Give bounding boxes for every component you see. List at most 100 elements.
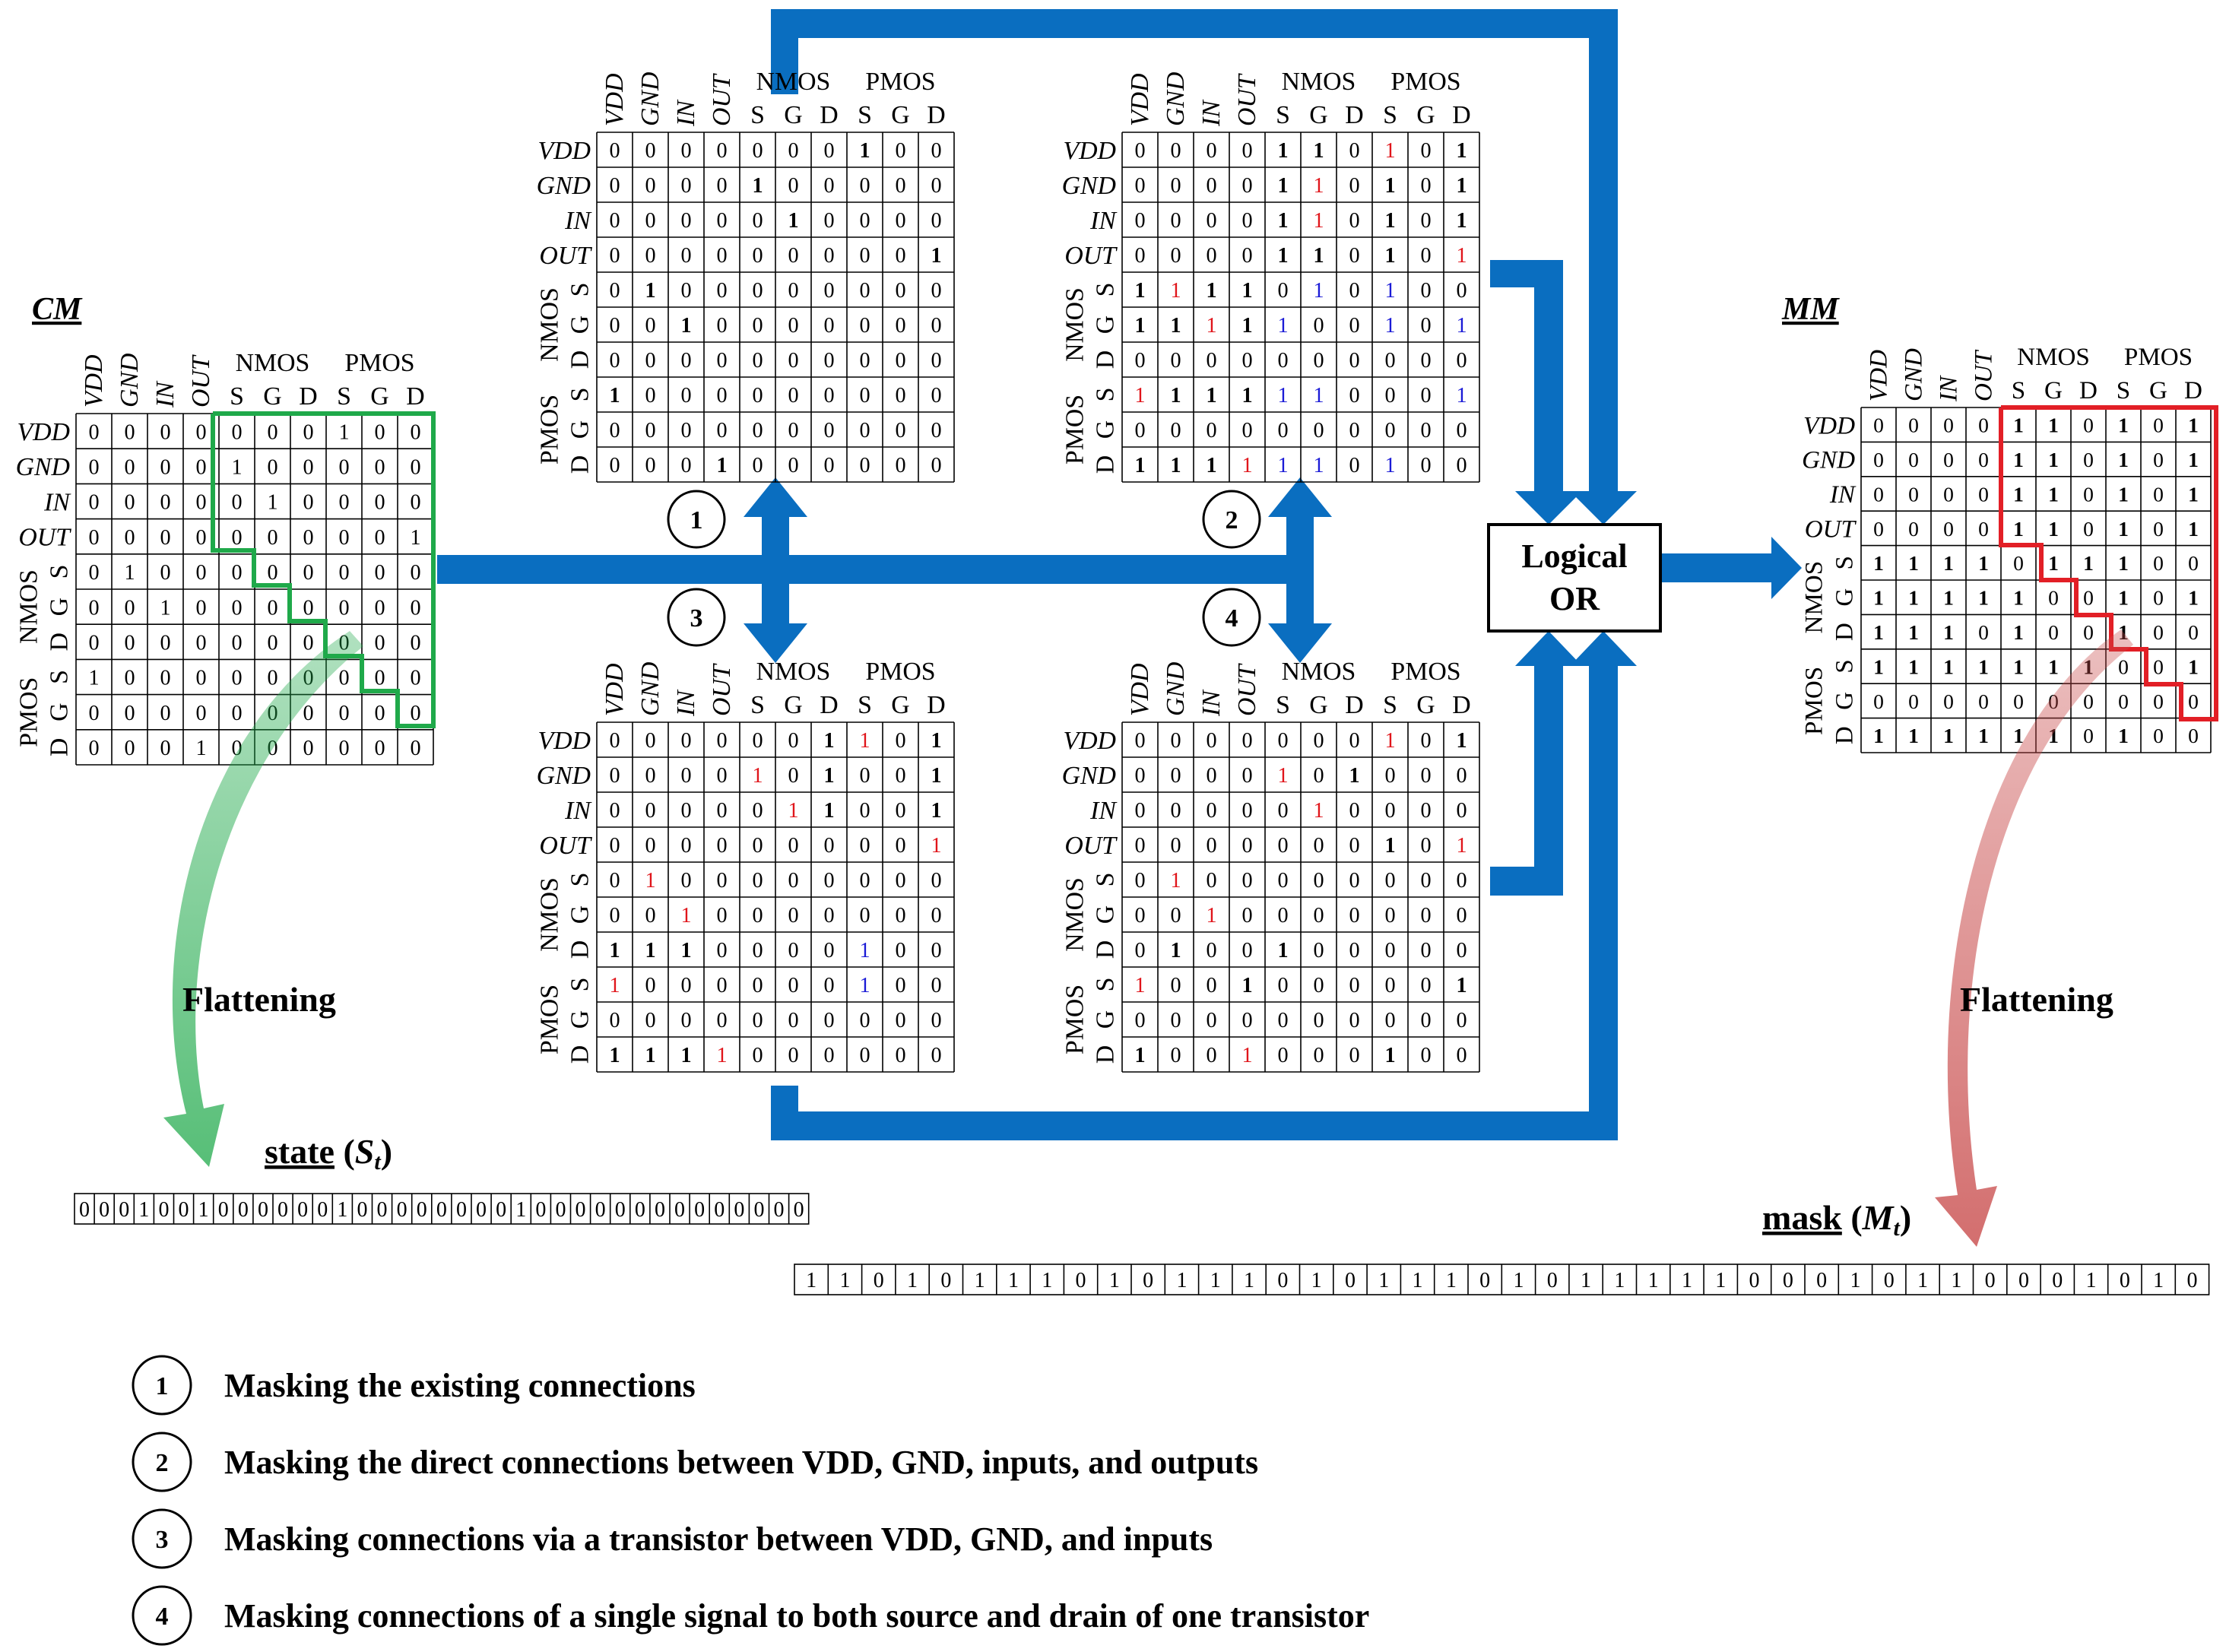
mask-symbol: M xyxy=(1862,1198,1895,1237)
matrix-cell: 0 xyxy=(645,419,655,442)
vector-cell: 0 xyxy=(1985,1269,1996,1292)
matrix-cell: 0 xyxy=(1170,349,1181,373)
matrix-cell: 1 xyxy=(1134,384,1145,407)
matrix-cell: 1 xyxy=(1978,586,1989,610)
matrix-cell: 0 xyxy=(788,419,798,442)
matrix-cell: 0 xyxy=(931,904,941,927)
transistor-group-row-label: NMOS xyxy=(15,569,43,644)
matrix-cell: 0 xyxy=(823,454,834,477)
matrix-cell: 1 xyxy=(1456,834,1467,858)
matrix-cell: 0 xyxy=(1277,799,1288,823)
matrix-cell: 0 xyxy=(1420,939,1431,962)
vector-cell: 0 xyxy=(734,1198,744,1222)
transistor-group-column-label: NMOS xyxy=(1282,68,1356,96)
matrix-cell: 0 xyxy=(645,974,655,997)
matrix-cell: 0 xyxy=(1277,349,1288,373)
terminal-row-label: G xyxy=(1092,420,1120,439)
matrix-cell: 0 xyxy=(1349,454,1359,477)
matrix-cell: 1 xyxy=(2118,482,2129,506)
mm-upper-triangle-outline xyxy=(1999,405,2218,721)
matrix-cell: 0 xyxy=(1349,384,1359,407)
terminal-row-label: S xyxy=(46,564,74,579)
matrix-cell: 0 xyxy=(859,384,870,407)
matrix-cell: 0 xyxy=(1277,834,1288,858)
matrix-cell: 1 xyxy=(1943,551,1954,575)
column-label: OUT xyxy=(1970,349,1998,401)
matrix-cell: 0 xyxy=(267,526,277,550)
matrix-cell: 1 xyxy=(1277,939,1288,962)
vector-cell: 0 xyxy=(99,1198,109,1222)
matrix-cell: 0 xyxy=(859,904,870,927)
column-label: IN xyxy=(1197,99,1226,127)
matrix-cell: 1 xyxy=(1384,834,1395,858)
matrix-cell: 0 xyxy=(609,349,620,373)
transistor-group-column-label: NMOS xyxy=(236,349,310,377)
matrix-cell: 0 xyxy=(1908,448,1919,471)
vector-cell: 1 xyxy=(1581,1269,1591,1292)
matrix-cell: 0 xyxy=(267,455,277,479)
matrix-cell: 0 xyxy=(303,491,313,515)
vector-cell: 0 xyxy=(1884,1269,1895,1292)
matrix-cell: 0 xyxy=(2083,414,2094,437)
matrix-cell: 0 xyxy=(1420,454,1431,477)
matrix-cell: 0 xyxy=(716,174,727,198)
vector-cell: 1 xyxy=(907,1269,918,1292)
matrix-cell: 0 xyxy=(338,491,349,515)
matrix-cell: 0 xyxy=(338,596,349,620)
matrix-cell: 0 xyxy=(1170,974,1181,997)
matrix-cell: 0 xyxy=(2083,620,2094,644)
terminal-column-label: G xyxy=(370,382,388,411)
arrow-bottom-loop-to-or xyxy=(1570,631,1637,666)
vector-cell: 0 xyxy=(238,1198,249,1222)
flow-arrows xyxy=(437,9,1802,1140)
matrix-cell: 0 xyxy=(2083,517,2094,541)
matrix-cell: 0 xyxy=(859,209,870,233)
column-label: GND xyxy=(636,72,664,126)
legend-circle xyxy=(132,1508,192,1569)
vector-cell: 1 xyxy=(1951,1269,1961,1292)
terminal-row-label: D xyxy=(1092,1045,1120,1064)
matrix-cell: 0 xyxy=(1134,244,1145,268)
matrix-cell: 0 xyxy=(267,596,277,620)
matrix-cell: 0 xyxy=(752,974,763,997)
matrix-cell: 0 xyxy=(124,491,135,515)
matrix-cell: 0 xyxy=(823,939,834,962)
transistor-group-row-label: PMOS xyxy=(536,395,564,465)
matrix-cell: 0 xyxy=(2153,551,2164,575)
matrix-cell: 1 xyxy=(1908,551,1919,575)
matrix-cell: 0 xyxy=(303,526,313,550)
matrix-cell: 0 xyxy=(752,729,763,753)
matrix-cell: 0 xyxy=(895,1009,905,1032)
matrix-cell: 0 xyxy=(1241,174,1252,198)
matrix-cell: 0 xyxy=(1313,869,1324,893)
terminal-row-label: S xyxy=(1092,388,1120,402)
matrix-cell: 0 xyxy=(895,384,905,407)
matrix-cell: 0 xyxy=(1349,799,1359,823)
row-label: GND xyxy=(1062,172,1116,200)
matrix-cell: 1 xyxy=(1313,384,1324,407)
matrix-cell: 0 xyxy=(1456,939,1467,962)
matrix-cell: 0 xyxy=(1170,764,1181,788)
matrix-cell: 0 xyxy=(1134,139,1145,163)
matrix-cell: 0 xyxy=(788,279,798,303)
matrix-cell: 0 xyxy=(1349,869,1359,893)
matrix-cell: 0 xyxy=(1206,1044,1216,1067)
matrix-cell: 0 xyxy=(2118,690,2129,713)
matrix-cell: 1 xyxy=(1241,279,1252,303)
matrix-cell: 0 xyxy=(2083,586,2094,610)
vector-cell: 0 xyxy=(615,1198,626,1222)
matrix-cell: 0 xyxy=(680,384,691,407)
matrix-cell: 1 xyxy=(645,869,655,893)
vector-cell: 1 xyxy=(1648,1269,1659,1292)
matrix-cell: 0 xyxy=(931,419,941,442)
main-bus xyxy=(437,555,1302,584)
matrix-cell: 0 xyxy=(1277,729,1288,753)
matrix-cell: 0 xyxy=(859,314,870,338)
matrix-cell: 0 xyxy=(931,939,941,962)
row-label: OUT xyxy=(539,832,592,860)
matrix-cell: 0 xyxy=(1420,419,1431,442)
matrix-cell: 0 xyxy=(788,904,798,927)
matrix-cell: 0 xyxy=(716,244,727,268)
matrix-cell: 0 xyxy=(410,737,420,760)
matrix-cell: 0 xyxy=(1349,419,1359,442)
